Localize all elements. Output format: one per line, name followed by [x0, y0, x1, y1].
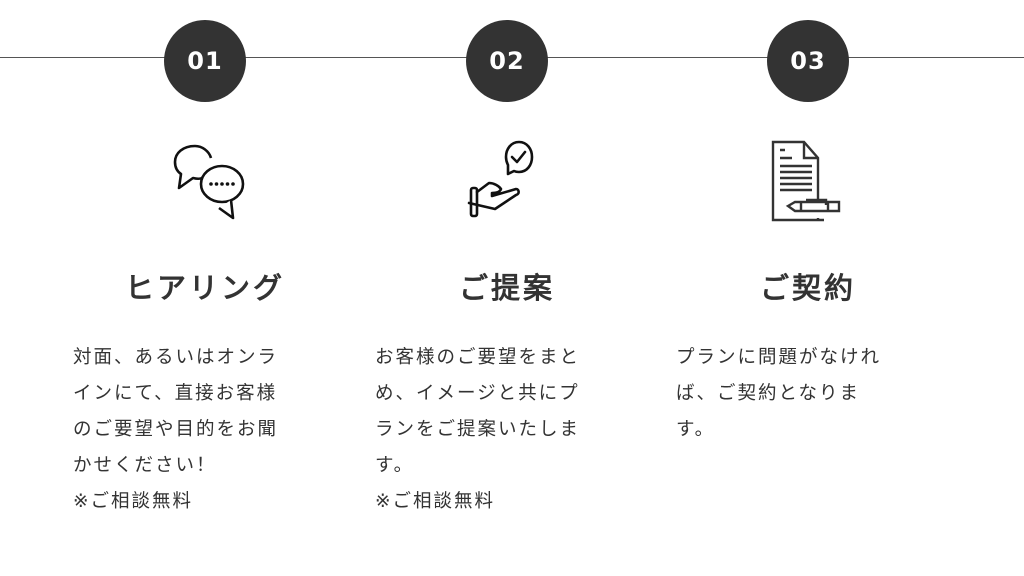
description-line: プランに問題がなけれ: [676, 347, 882, 368]
description-line: す。: [375, 455, 415, 476]
step-description: プランに問題がなけれ ば、ご契約となりま す。: [676, 340, 881, 448]
description-line: ※ご相談無料: [375, 491, 496, 512]
description-line: 対面、あるいはオンラ: [73, 347, 279, 368]
contract-document-icon: [768, 138, 848, 224]
step-number-badge: 01: [164, 20, 246, 102]
step-number-badge: 02: [466, 20, 548, 102]
description-line: かせください！: [73, 455, 217, 476]
step-description: 対面、あるいはオンラ インにて、直接お客様 のご要望や目的をお聞 かせください！…: [73, 340, 278, 520]
description-line: インにて、直接お客様: [73, 383, 278, 404]
step-title: ヒアリング: [124, 271, 285, 305]
step-number-badge: 03: [767, 20, 849, 102]
step-title: ご提案: [458, 271, 555, 305]
description-line: ※ご相談無料: [73, 491, 194, 512]
description-line: ば、ご契約となりま: [676, 383, 860, 404]
description-line: め、イメージと共にプ: [375, 383, 580, 404]
description-line: お客様のご要望をまと: [375, 347, 581, 368]
description-line: す。: [676, 419, 716, 440]
step-title: ご契約: [759, 271, 856, 305]
hand-check-icon: [467, 138, 547, 224]
description-line: ランをご提案いたしま: [375, 419, 581, 440]
chat-bubbles-icon: [165, 138, 245, 224]
step-description: お客様のご要望をまと め、イメージと共にプ ランをご提案いたしま す。 ※ご相談…: [375, 340, 580, 520]
description-line: のご要望や目的をお聞: [73, 419, 279, 440]
